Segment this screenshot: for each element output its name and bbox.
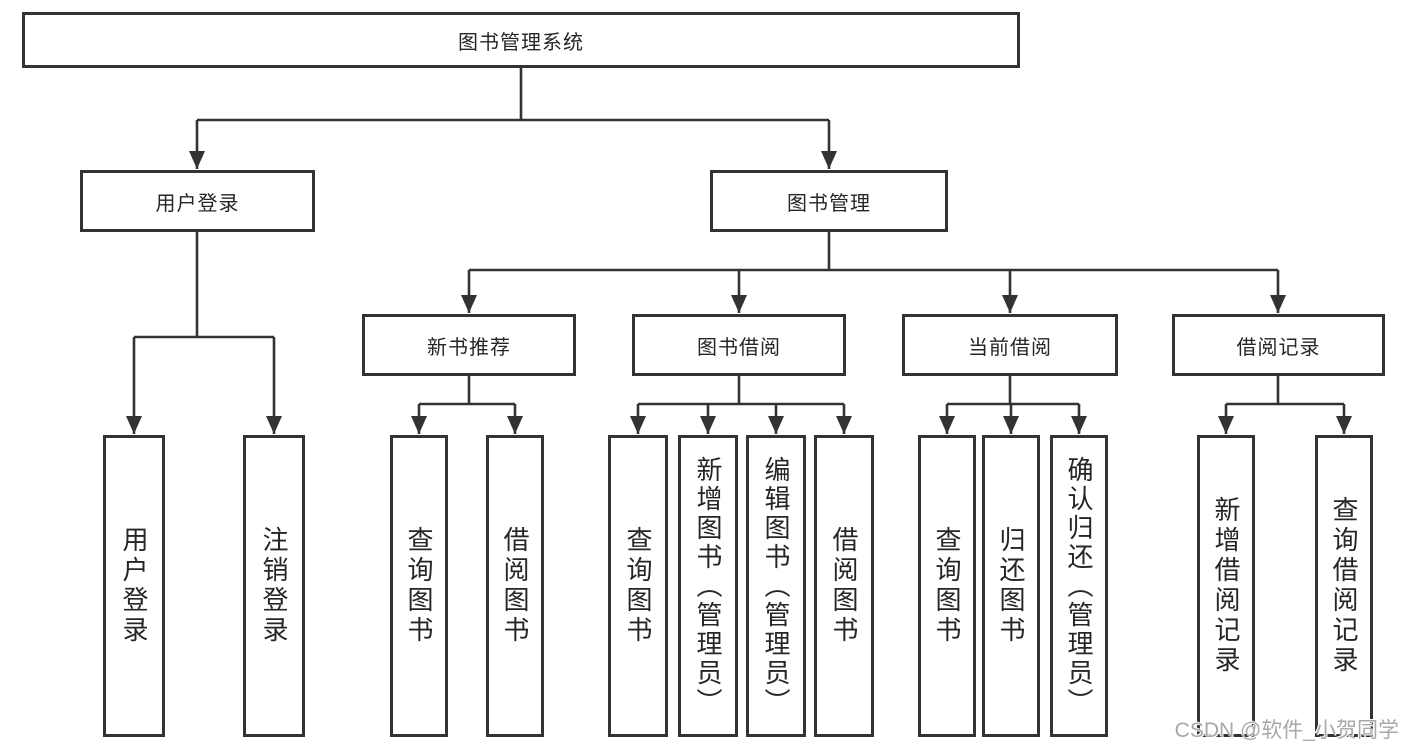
node-leaf-return-books: 归还图书: [982, 435, 1040, 737]
node-new-book-recommend: 新书推荐: [362, 314, 576, 376]
node-current-borrow: 当前借阅: [902, 314, 1118, 376]
csdn-watermark: CSDN @软件_小贺同学: [1174, 719, 1399, 742]
node-leaf-borrow-books-recommend: 借阅图书: [486, 435, 544, 737]
node-leaf-query-books-current: 查询图书: [918, 435, 976, 737]
node-leaf-query-borrow-record: 查询借阅记录: [1315, 435, 1373, 737]
node-leaf-add-borrow-record: 新增借阅记录: [1197, 435, 1255, 737]
node-book-management: 图书管理: [710, 170, 948, 232]
node-leaf-add-books-admin: 新增图书（管理员）: [678, 435, 738, 737]
node-leaf-logout: 注销登录: [243, 435, 305, 737]
node-leaf-query-books-borrow: 查询图书: [608, 435, 668, 737]
node-user-login: 用户登录: [80, 170, 315, 232]
node-borrow-records: 借阅记录: [1172, 314, 1385, 376]
node-leaf-borrow-books: 借阅图书: [814, 435, 874, 737]
node-leaf-confirm-return-admin: 确认归还（管理员）: [1050, 435, 1108, 737]
node-book-borrow: 图书借阅: [632, 314, 846, 376]
node-root-library-system: 图书管理系统: [22, 12, 1020, 68]
node-leaf-edit-books-admin: 编辑图书（管理员）: [746, 435, 806, 737]
node-leaf-query-books-recommend: 查询图书: [390, 435, 448, 737]
node-leaf-user-login: 用户登录: [103, 435, 165, 737]
